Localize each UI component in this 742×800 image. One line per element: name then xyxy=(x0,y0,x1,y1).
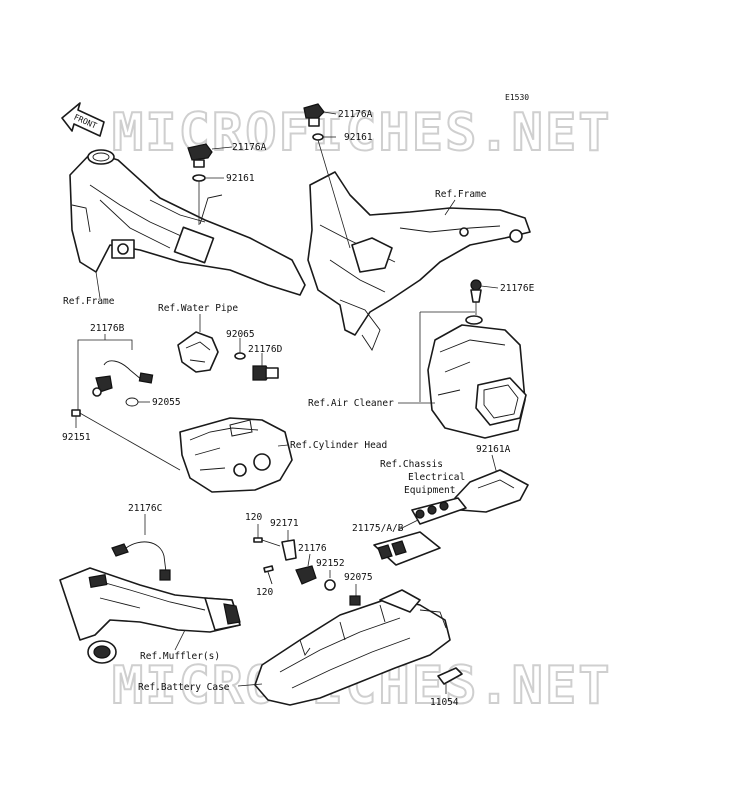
bolt-120-b xyxy=(263,565,274,585)
label-92152: 92152 xyxy=(316,558,345,569)
label-ref-muffler: Ref.Muffler(s) xyxy=(140,651,220,662)
sensor-21176e xyxy=(470,279,499,315)
washer-92065 xyxy=(234,338,246,360)
label-ref-battery-case: Ref.Battery Case xyxy=(138,682,230,693)
label-92171: 92171 xyxy=(270,518,299,529)
front-arrow-icon: FRONT xyxy=(61,102,105,137)
bolt-120-a xyxy=(253,524,281,547)
label-92161-top: 92161 xyxy=(344,132,373,143)
label-21176b: 21176B xyxy=(90,323,125,334)
connector-block-part xyxy=(411,497,467,525)
label-120-a: 120 xyxy=(245,512,262,523)
label-92161-left: 92161 xyxy=(226,173,255,184)
label-ref-water-pipe: Ref.Water Pipe xyxy=(158,303,238,314)
cylinder-head-part xyxy=(179,417,293,493)
label-ref-cylinder-head: Ref.Cylinder Head xyxy=(290,440,387,451)
frame-right-part xyxy=(307,171,531,351)
grommet-92075 xyxy=(349,584,361,606)
label-21175ab: 21175/A/B xyxy=(352,523,404,534)
diagram-code: E1530 xyxy=(505,93,529,102)
bracket-92171 xyxy=(281,530,297,561)
label-21176d: 21176D xyxy=(248,344,283,355)
label-92075: 92075 xyxy=(344,572,373,583)
muffler-part xyxy=(59,567,241,664)
label-ref-frame-left: Ref.Frame xyxy=(63,296,115,307)
label-21176e: 21176E xyxy=(500,283,535,294)
bracket-11054 xyxy=(437,667,463,694)
label-92055: 92055 xyxy=(152,397,181,408)
sensor-21176a-left xyxy=(187,143,233,225)
sensor-21176 xyxy=(295,553,317,585)
water-pipe-part xyxy=(177,314,219,373)
sensor-21176c xyxy=(111,541,171,581)
label-21176c: 21176C xyxy=(128,503,162,514)
battery-case-part xyxy=(254,589,451,706)
label-120-b: 120 xyxy=(256,587,273,598)
sensor-21176b xyxy=(77,334,181,471)
label-92151: 92151 xyxy=(62,432,91,443)
label-ref-chassis-1: Ref.Chassis xyxy=(380,459,443,470)
label-21176a-left: 21176A xyxy=(232,142,267,153)
grommet-92152 xyxy=(324,570,336,591)
sensor-21176a-top xyxy=(303,103,351,249)
label-ref-air-cleaner: Ref.Air Cleaner xyxy=(308,398,394,409)
label-21176: 21176 xyxy=(298,543,327,554)
bolt-92151 xyxy=(71,409,81,428)
sensor-21176d xyxy=(252,353,279,381)
label-92065: 92065 xyxy=(226,329,255,340)
ecu-21175ab xyxy=(373,531,441,566)
label-ref-chassis-3: Equipment xyxy=(404,485,455,496)
label-ref-frame-right: Ref.Frame xyxy=(435,189,487,200)
label-92161a: 92161A xyxy=(476,444,511,455)
label-21176a-top: 21176A xyxy=(338,109,373,120)
electrical-bracket-part xyxy=(454,469,529,513)
label-11054: 11054 xyxy=(430,697,459,708)
frame-left-part xyxy=(69,149,306,296)
label-ref-chassis-2: Electrical xyxy=(408,472,465,483)
air-cleaner-part xyxy=(419,311,527,439)
